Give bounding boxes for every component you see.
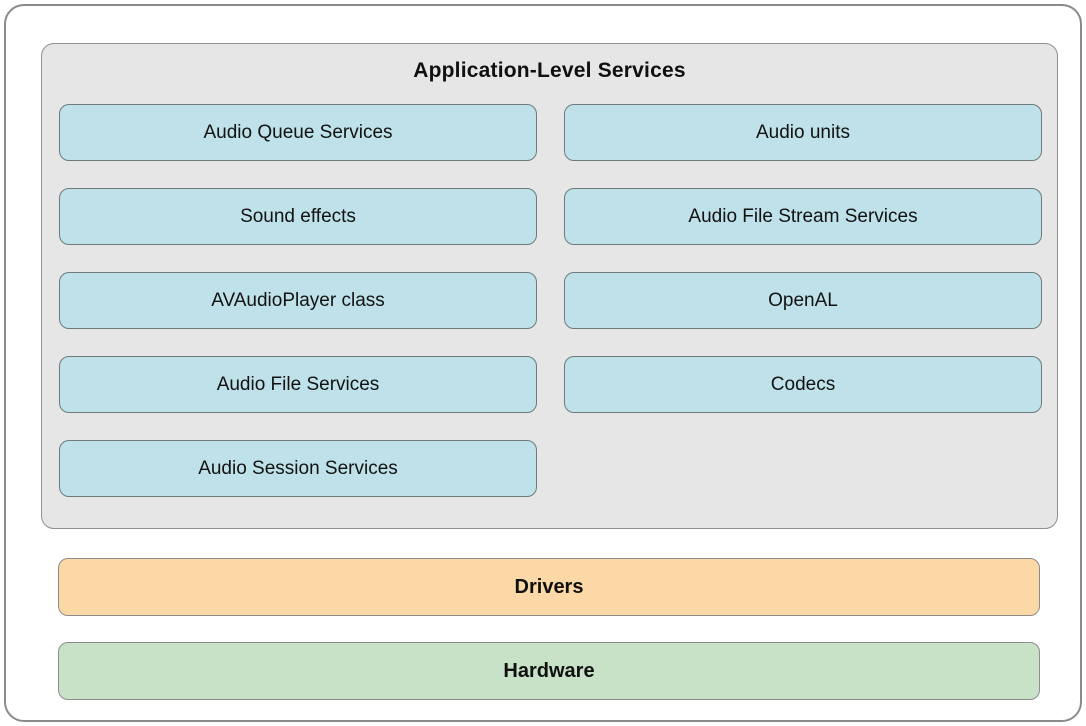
services-grid: Audio Queue Services Audio units Sound e… xyxy=(59,104,1042,497)
service-label: Sound effects xyxy=(240,205,356,227)
service-box-codecs: Codecs xyxy=(564,356,1042,413)
hardware-title: Hardware xyxy=(503,659,595,682)
application-level-services-title: Application-Level Services xyxy=(413,59,686,82)
application-level-services-layer: Application-Level Services Audio Queue S… xyxy=(41,43,1058,529)
service-box-avaudioplayer-class: AVAudioPlayer class xyxy=(59,272,537,329)
service-box-audio-session-services: Audio Session Services xyxy=(59,440,537,497)
service-label: Codecs xyxy=(770,373,836,395)
service-label: Audio Queue Services xyxy=(203,121,393,143)
service-box-audio-queue-services: Audio Queue Services xyxy=(59,104,537,161)
service-label: Audio Session Services xyxy=(198,457,398,479)
service-box-openal: OpenAL xyxy=(564,272,1042,329)
service-box-audio-units: Audio units xyxy=(564,104,1042,161)
service-box-audio-file-services: Audio File Services xyxy=(59,356,537,413)
drivers-title: Drivers xyxy=(514,575,584,598)
service-label: AVAudioPlayer class xyxy=(211,289,385,311)
service-label: Audio File Stream Services xyxy=(688,205,918,227)
service-label: Audio units xyxy=(755,121,850,143)
service-label: Audio File Services xyxy=(216,373,380,395)
outer-frame: Application-Level Services Audio Queue S… xyxy=(4,4,1082,722)
service-box-audio-file-stream-services: Audio File Stream Services xyxy=(564,188,1042,245)
service-box-sound-effects: Sound effects xyxy=(59,188,537,245)
drivers-layer: Drivers xyxy=(58,558,1040,616)
hardware-layer: Hardware xyxy=(58,642,1040,700)
service-label: OpenAL xyxy=(768,289,838,311)
